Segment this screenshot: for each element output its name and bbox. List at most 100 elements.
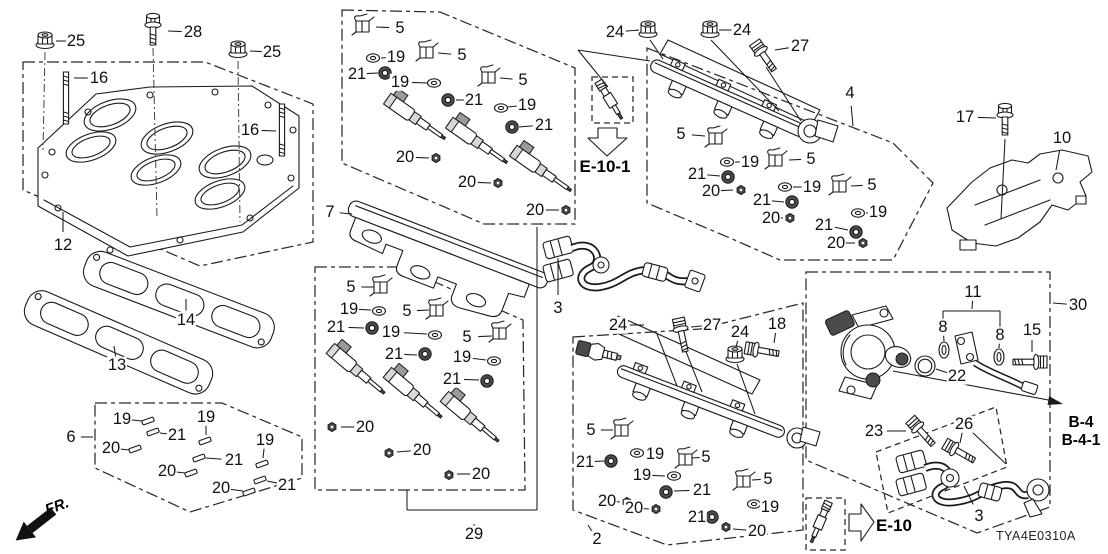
box-injector-set-upper (341, 9, 576, 225)
part-callout-20[interactable]: 20 (470, 464, 492, 483)
part-callout-20[interactable]: 20 (623, 498, 645, 517)
part-callout-5[interactable]: 5 (805, 149, 817, 168)
part-callout-7[interactable]: 7 (324, 202, 336, 221)
part-callout-19[interactable]: 19 (389, 72, 411, 91)
part-callout-3[interactable]: 3 (552, 298, 564, 317)
part-callout-21[interactable]: 21 (166, 425, 188, 444)
part-callout-21[interactable]: 21 (533, 115, 555, 134)
part-callout-27[interactable]: 27 (701, 315, 723, 334)
part-callout-21[interactable]: 21 (751, 190, 773, 209)
part-callout-2[interactable]: 2 (591, 529, 603, 548)
part-callout-3[interactable]: 3 (973, 506, 985, 525)
seal-ring (486, 356, 502, 366)
part-callout-20[interactable]: 20 (524, 200, 546, 219)
ref-label-e-10-1[interactable]: E-10-1 (579, 157, 631, 176)
part-callout-19[interactable]: 19 (759, 497, 781, 516)
part-callout-19[interactable]: 19 (254, 430, 276, 449)
part-callout-5[interactable]: 5 (401, 301, 413, 320)
part-callout-21[interactable]: 21 (691, 480, 713, 499)
part-callout-24[interactable]: 24 (604, 22, 626, 41)
part-callout-12[interactable]: 12 (52, 235, 74, 254)
injector-cap (736, 185, 746, 195)
part-callout-19[interactable]: 19 (644, 444, 666, 463)
e-10-1-arrow-icon (587, 127, 628, 157)
part-callout-24[interactable]: 24 (731, 20, 753, 39)
part-callout-13[interactable]: 13 (106, 355, 128, 374)
fuel-injector (382, 360, 451, 423)
part-callout-5[interactable]: 5 (585, 420, 597, 439)
part-callout-5[interactable]: 5 (866, 175, 878, 194)
part-callout-30[interactable]: 30 (1067, 295, 1089, 314)
part-callout-24[interactable]: 24 (729, 322, 751, 341)
part-callout-19[interactable]: 19 (631, 465, 653, 484)
part-callout-23[interactable]: 23 (863, 421, 885, 440)
part-callout-26[interactable]: 26 (953, 414, 975, 433)
part-callout-20[interactable]: 20 (596, 491, 618, 510)
part-callout-17[interactable]: 17 (954, 107, 976, 126)
part-callout-19[interactable]: 19 (739, 152, 761, 171)
part-callout-11[interactable]: 11 (963, 282, 983, 301)
part-callout-21[interactable]: 21 (223, 450, 245, 469)
part-callout-5[interactable]: 5 (345, 277, 357, 296)
part-callout-24[interactable]: 24 (607, 315, 629, 334)
part-callout-21[interactable]: 21 (686, 164, 708, 183)
part-callout-29[interactable]: 29 (463, 524, 485, 543)
part-callout-16[interactable]: 16 (239, 120, 261, 139)
part-callout-21[interactable]: 21 (346, 64, 368, 83)
part-callout-19[interactable]: 19 (801, 177, 823, 196)
part-callout-20[interactable]: 20 (156, 461, 178, 480)
part-callout-5[interactable]: 5 (675, 124, 687, 143)
part-callout-19[interactable]: 19 (111, 409, 133, 428)
part-callout-10[interactable]: 10 (1051, 128, 1073, 147)
part-callout-18[interactable]: 18 (766, 314, 788, 333)
part-callout-20[interactable]: 20 (456, 172, 478, 191)
part-callout-19[interactable]: 19 (516, 95, 538, 114)
part-callout-20[interactable]: 20 (825, 233, 847, 252)
part-callout-22[interactable]: 22 (946, 366, 968, 385)
part-callout-21[interactable]: 21 (574, 452, 596, 471)
part-callout-5[interactable]: 5 (700, 447, 712, 466)
ref-label-b-4-1[interactable]: B-4-1 (1061, 432, 1101, 449)
part-callout-5[interactable]: 5 (517, 70, 529, 89)
part-callout-20[interactable]: 20 (411, 440, 433, 459)
part-callout-19[interactable]: 19 (380, 322, 402, 341)
part-callout-21[interactable]: 21 (441, 369, 463, 388)
part-callout-20[interactable]: 20 (700, 181, 722, 200)
part-callout-5[interactable]: 5 (762, 469, 774, 488)
part-callout-16[interactable]: 16 (88, 68, 110, 87)
part-callout-19[interactable]: 19 (451, 347, 473, 366)
part-callout-20[interactable]: 20 (100, 438, 122, 457)
part-callout-21[interactable]: 21 (463, 90, 485, 109)
part-callout-14[interactable]: 14 (175, 310, 197, 329)
part-callout-5[interactable]: 5 (456, 45, 468, 64)
part-callout-20[interactable]: 20 (354, 417, 376, 436)
part-callout-8[interactable]: 8 (994, 325, 1006, 344)
part-callout-15[interactable]: 15 (1021, 320, 1043, 339)
part-callout-21[interactable]: 21 (276, 475, 298, 494)
ref-label-e-10[interactable]: E-10 (876, 516, 912, 535)
part-callout-8[interactable]: 8 (937, 317, 949, 336)
part-callout-19[interactable]: 19 (338, 299, 360, 318)
part-callout-21[interactable]: 21 (325, 317, 347, 336)
part-callout-4[interactable]: 4 (844, 83, 856, 102)
part-callout-5[interactable]: 5 (394, 18, 406, 37)
part-callout-21[interactable]: 21 (686, 507, 708, 526)
part-callout-20[interactable]: 20 (210, 478, 232, 497)
part-callout-20[interactable]: 20 (746, 521, 768, 540)
ref-label-b-4[interactable]: B-4 (1068, 414, 1094, 431)
part-callout-20[interactable]: 20 (394, 147, 416, 166)
part-callout-25[interactable]: 25 (261, 42, 283, 61)
part-callout-21[interactable]: 21 (383, 344, 405, 363)
part-callout-25[interactable]: 25 (65, 31, 87, 50)
part-callout-6[interactable]: 6 (65, 427, 77, 446)
part-callout-19[interactable]: 19 (195, 407, 217, 426)
part-callout-5[interactable]: 5 (461, 327, 473, 346)
part-callout-19[interactable]: 19 (867, 202, 889, 221)
part-callout-27[interactable]: 27 (789, 36, 811, 55)
part-callout-21[interactable]: 21 (813, 215, 835, 234)
part-callout-20[interactable]: 20 (760, 208, 782, 227)
part-callout-19[interactable]: 19 (385, 47, 407, 66)
part-callout-28[interactable]: 28 (182, 22, 204, 41)
o-ring (505, 120, 519, 134)
